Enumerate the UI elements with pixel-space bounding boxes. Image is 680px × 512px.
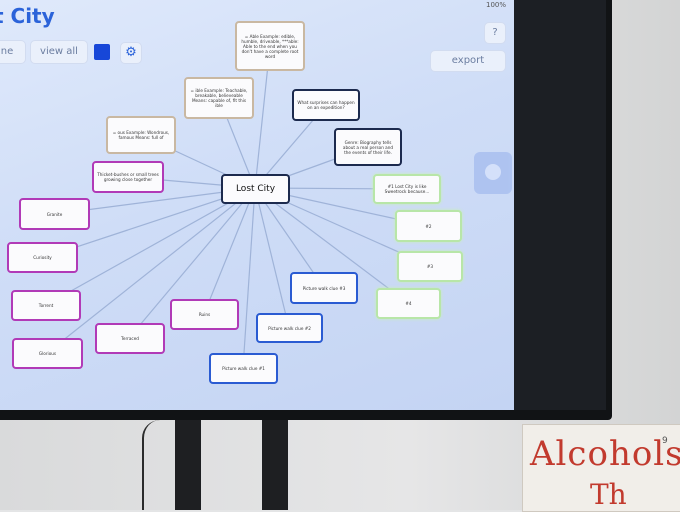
connector-line <box>242 187 256 369</box>
map-node[interactable]: = Able Example: edible, humble, driveabl… <box>235 21 305 71</box>
map-node[interactable]: #2 <box>395 210 462 242</box>
tv-stand-leg-left <box>175 420 201 510</box>
center-node[interactable]: Lost City <box>221 174 290 204</box>
connector-line <box>128 187 256 339</box>
poster-text-line2: Th <box>590 478 627 511</box>
poster-number: 9 <box>662 436 668 446</box>
tv-stand-leg-right <box>262 420 288 510</box>
map-node[interactable]: Glorious <box>12 338 83 369</box>
settings-gear-icon[interactable]: ⚙ <box>120 42 142 64</box>
help-button[interactable]: ? <box>484 22 506 44</box>
map-node[interactable]: Curiosity <box>7 242 78 273</box>
connector-line <box>203 187 256 315</box>
map-node[interactable]: Granite <box>19 198 90 230</box>
export-button[interactable]: export <box>430 50 506 72</box>
power-cable <box>142 420 160 510</box>
map-node[interactable]: Terraced <box>95 323 165 354</box>
map-node[interactable]: #3 <box>397 251 463 282</box>
map-node[interactable]: Thicket-bushes or small trees growing cl… <box>92 161 164 193</box>
screen-side-panel <box>514 0 606 410</box>
connector-line <box>42 187 256 259</box>
poster-text: Alcohols <box>530 434 680 474</box>
connector-line <box>254 187 325 289</box>
connector-line <box>254 187 409 304</box>
map-node[interactable]: What surprises can happen on an expediti… <box>292 89 360 121</box>
map-node[interactable]: Torrent <box>11 290 81 321</box>
menu-button[interactable]: ne <box>0 40 26 64</box>
connector-line <box>46 187 256 354</box>
map-node[interactable]: Picture walk clue #3 <box>290 272 358 304</box>
side-home-button[interactable] <box>474 152 512 194</box>
map-node[interactable]: = ous Example: Wondrous, famous Means: f… <box>106 116 176 154</box>
map-node[interactable]: = ible Example: Teachable, breakable, be… <box>184 77 254 119</box>
map-node[interactable]: #1 Lost City is like Sweetrock because..… <box>373 174 441 204</box>
map-node[interactable]: Picture walk clue #1 <box>209 353 278 384</box>
connector-line <box>254 187 290 329</box>
wall-poster <box>522 424 680 512</box>
map-node[interactable]: Genre: Biography tells about a real pers… <box>334 128 402 166</box>
connector-line <box>45 187 256 306</box>
map-node[interactable]: Ruins <box>170 299 239 330</box>
battery-status: 100% <box>485 1 506 9</box>
map-node[interactable]: Picture walk clue #2 <box>256 313 323 343</box>
map-node[interactable]: #4 <box>376 288 441 319</box>
mind-map-screen: t City 100% ne view all ⚙ ? export Lost … <box>0 0 514 410</box>
view-all-button[interactable]: view all <box>30 40 88 64</box>
page-title: t City <box>0 4 55 28</box>
color-swatch[interactable] <box>94 44 110 60</box>
